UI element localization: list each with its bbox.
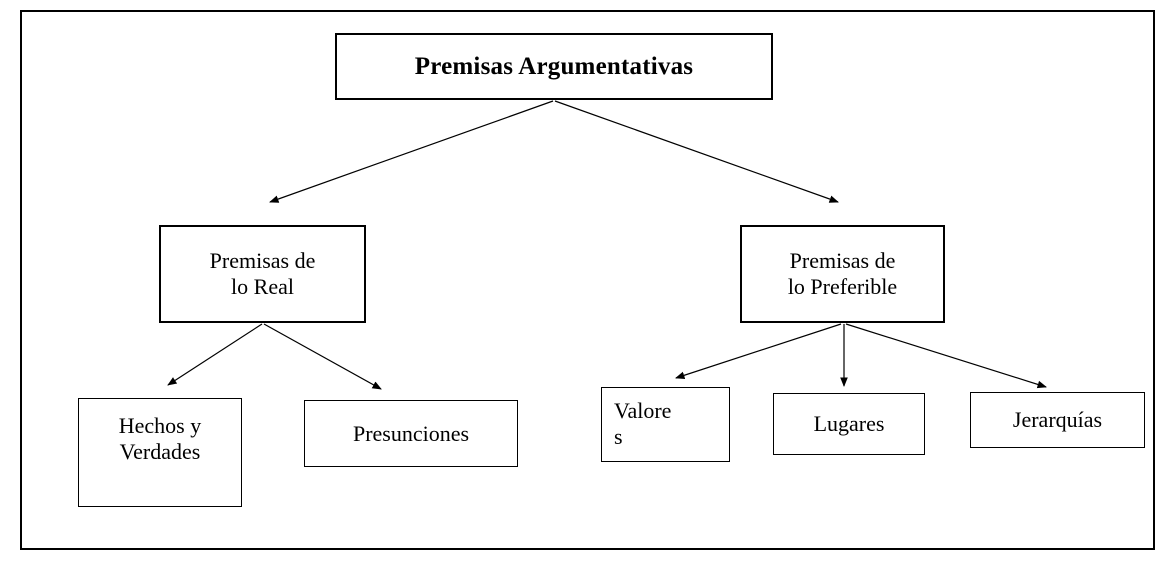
node-premisas-de-lo-real[interactable]: Premisas de lo Real — [159, 225, 366, 323]
node-label: Premisas Argumentativas — [414, 52, 694, 80]
node-valores[interactable]: Valores — [601, 387, 730, 462]
node-presunciones[interactable]: Presunciones — [304, 400, 518, 467]
node-label: Valores — [614, 398, 672, 449]
node-label: Premisas de lo Real — [209, 248, 316, 299]
node-hechos-y-verdades[interactable]: Hechos y Verdades — [78, 398, 242, 507]
node-label: Premisas de lo Preferible — [787, 248, 898, 299]
node-premisas-argumentativas[interactable]: Premisas Argumentativas — [335, 33, 773, 100]
node-lugares[interactable]: Lugares — [773, 393, 925, 455]
node-label: Jerarquías — [1012, 407, 1103, 433]
node-premisas-de-lo-preferible[interactable]: Premisas de lo Preferible — [740, 225, 945, 323]
node-label: Hechos y Verdades — [118, 413, 202, 464]
node-label: Lugares — [813, 411, 885, 437]
node-jerarquias[interactable]: Jerarquías — [970, 392, 1145, 448]
node-label: Presunciones — [352, 420, 470, 446]
